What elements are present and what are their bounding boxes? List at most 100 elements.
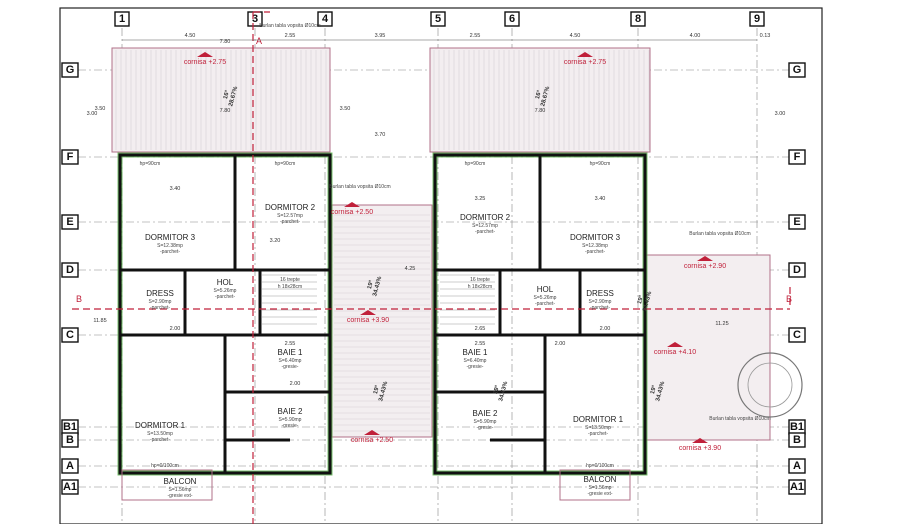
roof-right-side (644, 254, 771, 441)
inner-dimension: 3.50 (95, 106, 106, 112)
stamp (737, 352, 803, 418)
cornice-level: cornisa +2.75 (184, 59, 226, 66)
grid-label-row: A (793, 460, 801, 472)
grid-bubble-row-A1 (788, 479, 806, 495)
gutter-note: Burlan tabla vopsita Ø10cm (709, 416, 770, 422)
grid-bubble-col-1 (114, 11, 130, 27)
grid-bubble-col-8 (630, 11, 646, 27)
room-floor: -parchet- (590, 305, 610, 311)
grid-label-row: F (794, 151, 801, 163)
window-sill-note: hp=0/100cm (586, 463, 614, 469)
grid-label-row: G (793, 64, 802, 76)
roof-hatching (115, 50, 650, 432)
grid-bubble-row-A (61, 458, 79, 474)
cornice-arrow-icon (697, 256, 713, 261)
inner-dimension: 3.20 (270, 238, 281, 244)
slope-angle: 19° (637, 294, 645, 305)
top-dimension: 4.50 (185, 33, 196, 39)
top-dimension: 0.13 (760, 33, 771, 39)
window-sill-note: hp=0/100cm (151, 463, 179, 469)
room-floor: -gresie- (477, 425, 494, 431)
slope-angle: 19° (367, 279, 375, 290)
inner-dimension: 11.85 (93, 318, 106, 324)
inner-dimension: 2.00 (170, 326, 181, 332)
slope-percent: 34.43% (655, 380, 666, 402)
inner-dimension: 4.25 (405, 266, 416, 272)
grid-label-row: B (793, 434, 801, 446)
room-area: S=2.90mp (589, 299, 612, 305)
grid-label-col: 1 (119, 13, 125, 25)
grid-label-row: E (793, 216, 800, 228)
inner-dimension: 3.25 (475, 196, 486, 202)
grid-label-col: 8 (635, 13, 641, 25)
grid-label-row: G (66, 64, 75, 76)
grid-bubble-col-5 (430, 11, 446, 27)
cornice-level: cornisa +4.10 (654, 349, 696, 356)
inner-dimension: 11.25 (715, 321, 728, 327)
grid-bubble-row-B (788, 432, 806, 448)
cornice-level: cornisa +2.75 (564, 59, 606, 66)
grid-label-row: D (793, 264, 801, 276)
room-name: HOL (537, 285, 554, 294)
gutter-note: Burlan tabla vopsita Ø10cm (689, 231, 750, 237)
roof-slope: 19°34.43% (650, 380, 667, 402)
inner-dimension: 3.00 (775, 111, 786, 117)
grid-bubble-row-A1 (61, 479, 79, 495)
grid-bubble-row-C (788, 327, 806, 343)
slope-percent: 34.43% (372, 275, 383, 297)
grid-label-col: 3 (252, 13, 258, 25)
grid-bubble-row-F (61, 149, 79, 165)
room-floor: -gresie ext- (587, 491, 612, 497)
room-area: S=13.50mp (147, 431, 173, 437)
room-name: BAIE 2 (278, 407, 303, 416)
slope-angle: 19° (650, 384, 658, 395)
roof-slope: 16°28.67% (535, 85, 552, 107)
grid-label-row: C (66, 329, 74, 341)
grid-bubble-row-B (61, 432, 79, 448)
grid-label-col: 4 (322, 13, 329, 25)
slope-percent: 34.43% (378, 380, 389, 402)
stairs-graphics (262, 274, 495, 325)
grid-bubble-row-G (61, 62, 79, 78)
inner-dimension: 3.00 (87, 111, 98, 117)
section-mark-b-left: B (76, 294, 82, 304)
room-area: S=12.38mp (157, 243, 183, 249)
inner-dimension: 7.80 (220, 108, 231, 114)
slope-percent: 28.67% (228, 85, 239, 107)
room-floor: -parchet- (160, 249, 180, 255)
grid-bubble-row-G (788, 62, 806, 78)
cornice-arrow-icon (197, 52, 213, 57)
cornice-arrow-icon (692, 438, 708, 443)
room-name: DORMITOR 1 (135, 421, 186, 430)
cornice-arrow-icon (344, 202, 360, 207)
top-dimension: 4.50 (570, 33, 581, 39)
room-floor: -parchet- (588, 431, 608, 437)
grid-label-row: A (66, 460, 74, 472)
top-dimension: 7.80 (220, 39, 231, 45)
grid-bubble-row-D (61, 262, 79, 278)
top-dimension: 4.00 (690, 33, 701, 39)
slope-percent: 34.43% (498, 380, 509, 402)
inner-dimension: 3.70 (375, 132, 386, 138)
grid-bubble-col-4 (317, 11, 333, 27)
room-area: S=1.56mp (589, 485, 612, 491)
grid-label-row: A1 (790, 481, 804, 493)
balcony-right (559, 469, 631, 501)
cornice-arrow-icon (364, 430, 380, 435)
room-area: S=5.90mp (279, 417, 302, 423)
section-mark-b-right: B (786, 294, 792, 304)
inner-dimension: 2.55 (475, 341, 486, 347)
slope-angle: 16° (535, 89, 543, 100)
grid-bubble-row-E (61, 214, 79, 230)
room-area: S=12.38mp (582, 243, 608, 249)
window-sill-note: hp=90cm (275, 161, 296, 167)
room-name: BAIE 1 (278, 348, 303, 357)
grid-bubble-row-D (788, 262, 806, 278)
grid-label-row: B1 (63, 421, 77, 433)
gutter-note: Burlan tabla vopsita Ø10cm (329, 184, 390, 190)
roof-slope: 16°28.67% (223, 85, 240, 107)
inner-dimension: 7.80 (535, 108, 546, 114)
slope-percent: 28.67% (540, 85, 551, 107)
grid-label-row: D (66, 264, 74, 276)
